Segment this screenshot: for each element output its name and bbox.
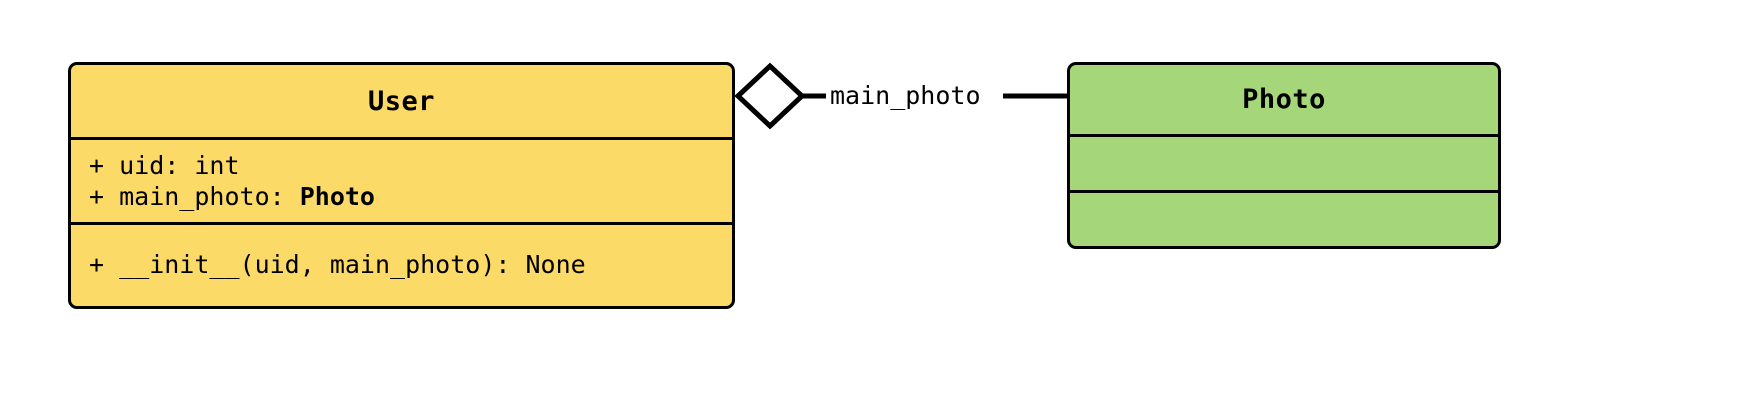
attribute-main-photo-prefix: + main_photo: xyxy=(89,182,300,211)
operations-compartment-photo xyxy=(1070,190,1498,246)
class-box-user[interactable]: User + uid: int + main_photo: Photo + __… xyxy=(68,62,735,309)
class-box-photo[interactable]: Photo xyxy=(1067,62,1501,249)
attribute-main-photo: + main_photo: Photo xyxy=(89,181,714,212)
hollow-diamond-icon xyxy=(734,62,806,130)
attributes-compartment-user: + uid: int + main_photo: Photo xyxy=(71,137,732,222)
attribute-uid: + uid: int xyxy=(89,151,240,180)
class-name-user: User xyxy=(367,85,436,117)
class-name-photo: Photo xyxy=(1242,84,1326,115)
operation-init: + __init__(uid, main_photo): None xyxy=(89,249,586,279)
attributes-compartment-photo xyxy=(1070,134,1498,190)
attribute-main-photo-type: Photo xyxy=(299,182,375,211)
operations-compartment-user: + __init__(uid, main_photo): None xyxy=(71,222,732,303)
association-role-label: main_photo xyxy=(826,81,985,111)
